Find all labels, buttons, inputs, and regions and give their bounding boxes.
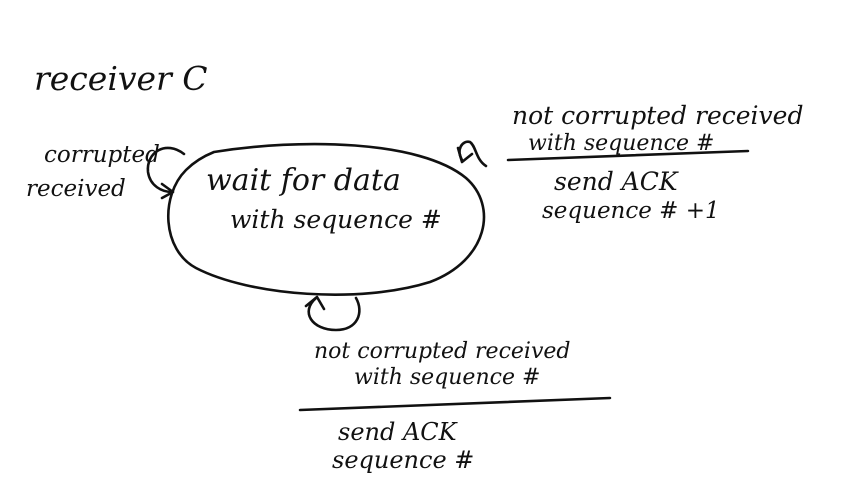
- left-event-line2: received: [26, 176, 126, 202]
- right-event-line1: not corrupted received: [512, 101, 803, 130]
- bottom-loop-arrowhead: [304, 295, 326, 311]
- bottom-event-line1: not corrupted received: [314, 339, 570, 364]
- bottom-action-line1: send ACK: [338, 418, 459, 446]
- left-event-line1: corrupted: [44, 142, 160, 168]
- right-action-line2: sequence # +1: [542, 198, 720, 224]
- state-label-line2: with sequence #: [230, 205, 442, 234]
- right-loop-arrowhead: [456, 146, 474, 164]
- state-ellipse: [167, 142, 486, 296]
- diagram-title: receiver C: [34, 59, 208, 98]
- right-event-line2: with sequence #: [528, 131, 714, 156]
- bottom-event-line2: with sequence #: [354, 365, 540, 390]
- bottom-divider: [298, 396, 612, 412]
- bottom-action-line2: sequence #: [332, 446, 474, 474]
- right-action-line1: send ACK: [554, 167, 679, 196]
- left-self-loop: [146, 146, 186, 194]
- state-label-line1: wait for data: [206, 163, 401, 198]
- bottom-self-loop: [307, 296, 361, 332]
- right-divider: [506, 149, 750, 162]
- left-loop-arrowhead: [160, 182, 175, 200]
